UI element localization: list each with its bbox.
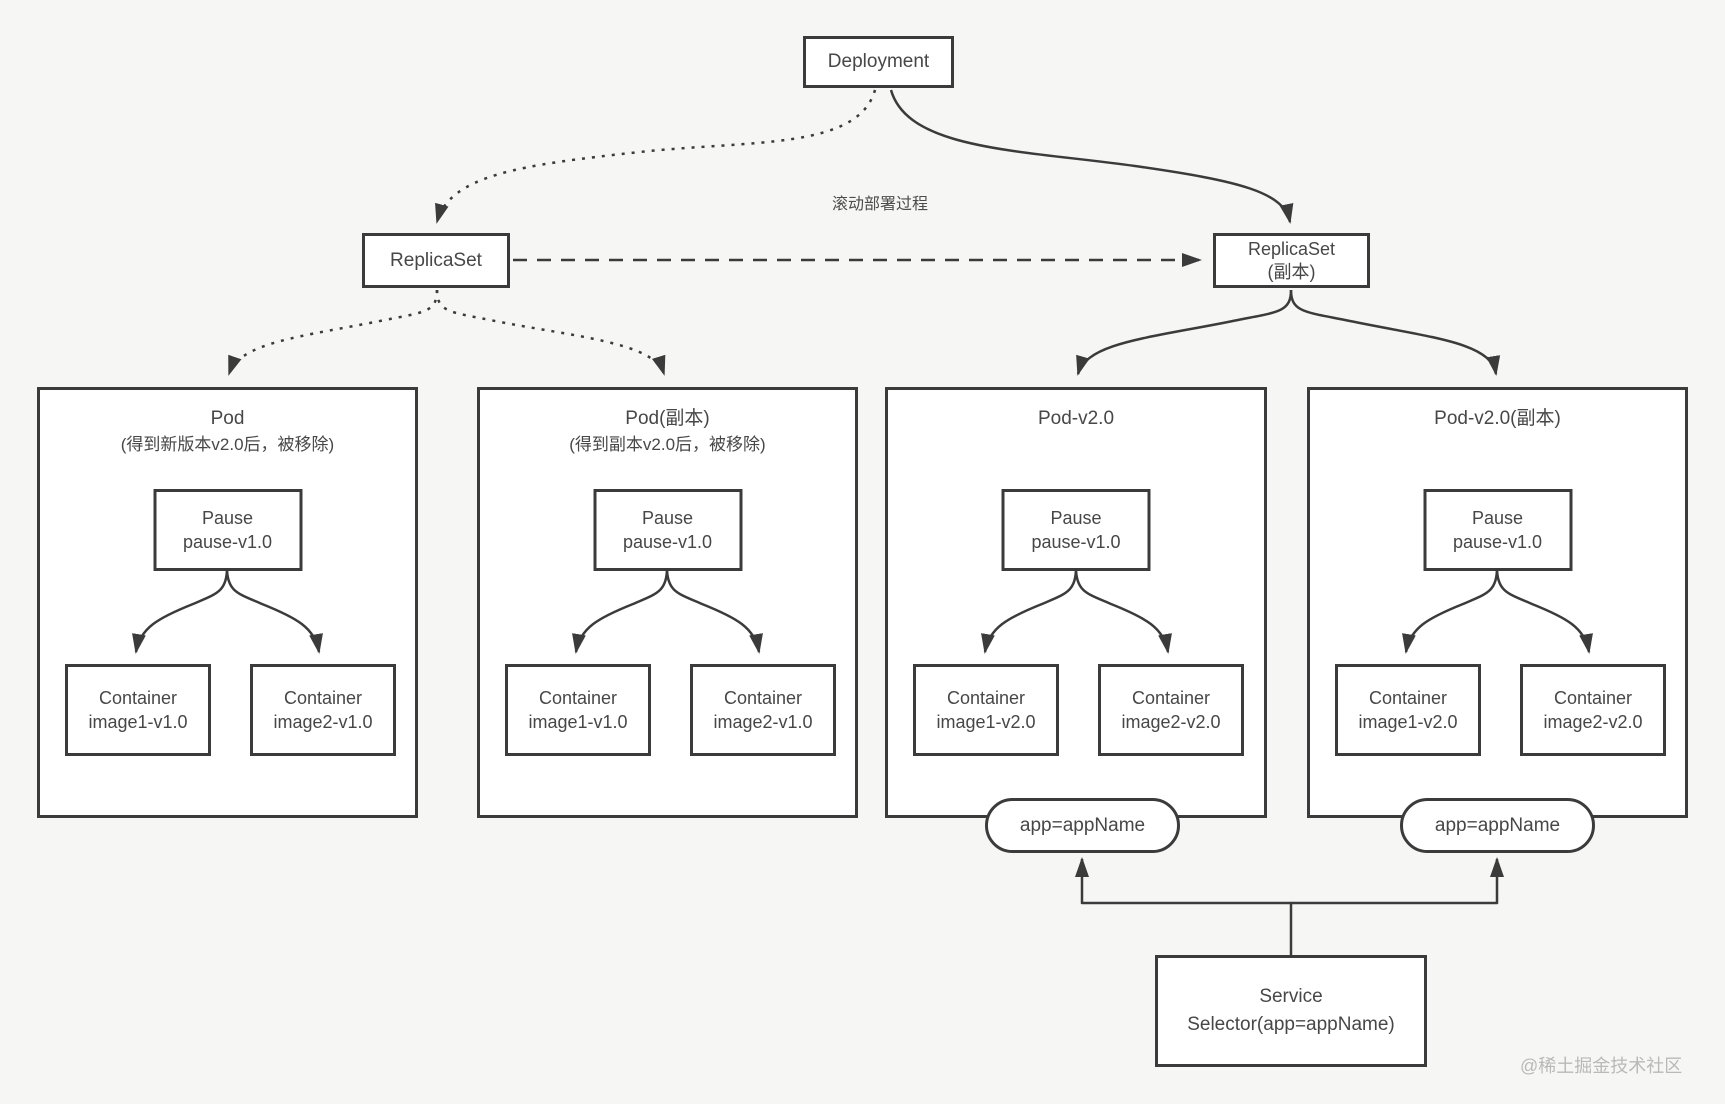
container-label: Container (1553, 687, 1633, 708)
edge-service-to-selector-left (1075, 857, 1293, 955)
pod1-subtitle: (得到新版本v2.0后，被移除) (120, 434, 335, 454)
container-image-label: image2-v1.0 (273, 712, 373, 732)
service-label: Service (1259, 985, 1323, 1007)
rolling-deploy-label: 滚动部署过程 (831, 196, 928, 213)
pause-label: Pause (201, 507, 254, 528)
pod3-container1-box: Container image1-v2.0 (913, 664, 1059, 756)
service-box: Service Selector(app=appName) (1155, 955, 1427, 1067)
edge-service-to-selector-right (1291, 857, 1504, 905)
pause-label: Pause (1471, 507, 1524, 528)
pod4-selector-badge: app=appName (1400, 798, 1595, 853)
pod2-container2-box: Container image2-v1.0 (690, 664, 836, 756)
pod4-container2-box: Container image2-v2.0 (1520, 664, 1666, 756)
deployment-label: Deployment (827, 51, 930, 72)
pod3-selector-badge: app=appName (985, 798, 1180, 853)
container-label: Container (723, 687, 803, 708)
container-image-label: image1-v1.0 (528, 712, 628, 732)
replicaset-old-label: ReplicaSet (390, 249, 482, 271)
container-image-label: image1-v2.0 (936, 712, 1036, 732)
pod4-box: Pod-v2.0(副本) Pause pause-v1.0 Container … (1307, 387, 1688, 818)
container-label: Container (1131, 687, 1211, 708)
replicaset-new-sublabel: (副本) (1267, 261, 1316, 282)
pod4-container1-box: Container image1-v2.0 (1335, 664, 1481, 756)
edge-replicaset-new-to-pod3 (1076, 289, 1293, 376)
pod1-box: Pod (得到新版本v2.0后，被移除) Pause pause-v1.0 Co… (37, 387, 418, 818)
pod3-container2-box: Container image2-v2.0 (1098, 664, 1244, 756)
pod2-box: Pod(副本) (得到副本v2.0后，被移除) Pause pause-v1.0… (477, 387, 858, 818)
pause-label: Pause (1050, 507, 1102, 528)
container-label: Container (946, 687, 1026, 708)
container-image-label: image1-v1.0 (88, 712, 188, 732)
pod1-container2-box: Container image2-v1.0 (250, 664, 396, 756)
watermark: @稀土掘金技术社区 (1520, 1056, 1683, 1076)
pod2-title: Pod(副本) (625, 408, 710, 429)
container-label: Container (283, 687, 363, 708)
pod1-pause-box: Pause pause-v1.0 (153, 489, 302, 571)
pod4-title: Pod-v2.0(副本) (1434, 408, 1561, 429)
edge-replicaset-new-to-pod4 (1289, 289, 1501, 376)
replicaset-new-label: ReplicaSet (1247, 239, 1336, 259)
service-selector-label: Selector(app=appName) (1187, 1014, 1395, 1035)
edge-replicaset-old-to-pod1 (227, 289, 439, 376)
pod3-pause-box: Pause pause-v1.0 (1001, 489, 1151, 571)
pause-image-label: pause-v1.0 (1452, 532, 1543, 552)
pod2-pause-box: Pause pause-v1.0 (593, 489, 742, 571)
pause-image-label: pause-v1.0 (622, 532, 713, 552)
container-image-label: image2-v1.0 (713, 712, 813, 732)
container-label: Container (1368, 687, 1448, 708)
pause-label: Pause (641, 507, 694, 528)
pod2-container1-box: Container image1-v1.0 (505, 664, 651, 756)
replicaset-new-box: ReplicaSet (副本) (1213, 233, 1370, 288)
pod1-title: Pod (210, 408, 245, 429)
deployment-box: Deployment (803, 36, 954, 88)
pod3-box: Pod-v2.0 Pause pause-v1.0 Container imag… (885, 387, 1267, 818)
container-image-label: image1-v2.0 (1358, 712, 1458, 732)
container-image-label: image2-v2.0 (1121, 712, 1221, 732)
pod1-container1-box: Container image1-v1.0 (65, 664, 211, 756)
pause-image-label: pause-v1.0 (182, 532, 273, 552)
pod4-pause-box: Pause pause-v1.0 (1423, 489, 1572, 571)
replicaset-old-box: ReplicaSet (362, 233, 510, 288)
edge-replicaset-old-to-pod2 (435, 289, 666, 376)
container-label: Container (538, 687, 618, 708)
container-label: Container (98, 687, 178, 708)
container-image-label: image2-v2.0 (1543, 712, 1643, 732)
pause-image-label: pause-v1.0 (1031, 532, 1121, 552)
pod3-title: Pod-v2.0 (1037, 408, 1115, 429)
pod2-subtitle: (得到副本v2.0后，被移除) (569, 434, 766, 454)
